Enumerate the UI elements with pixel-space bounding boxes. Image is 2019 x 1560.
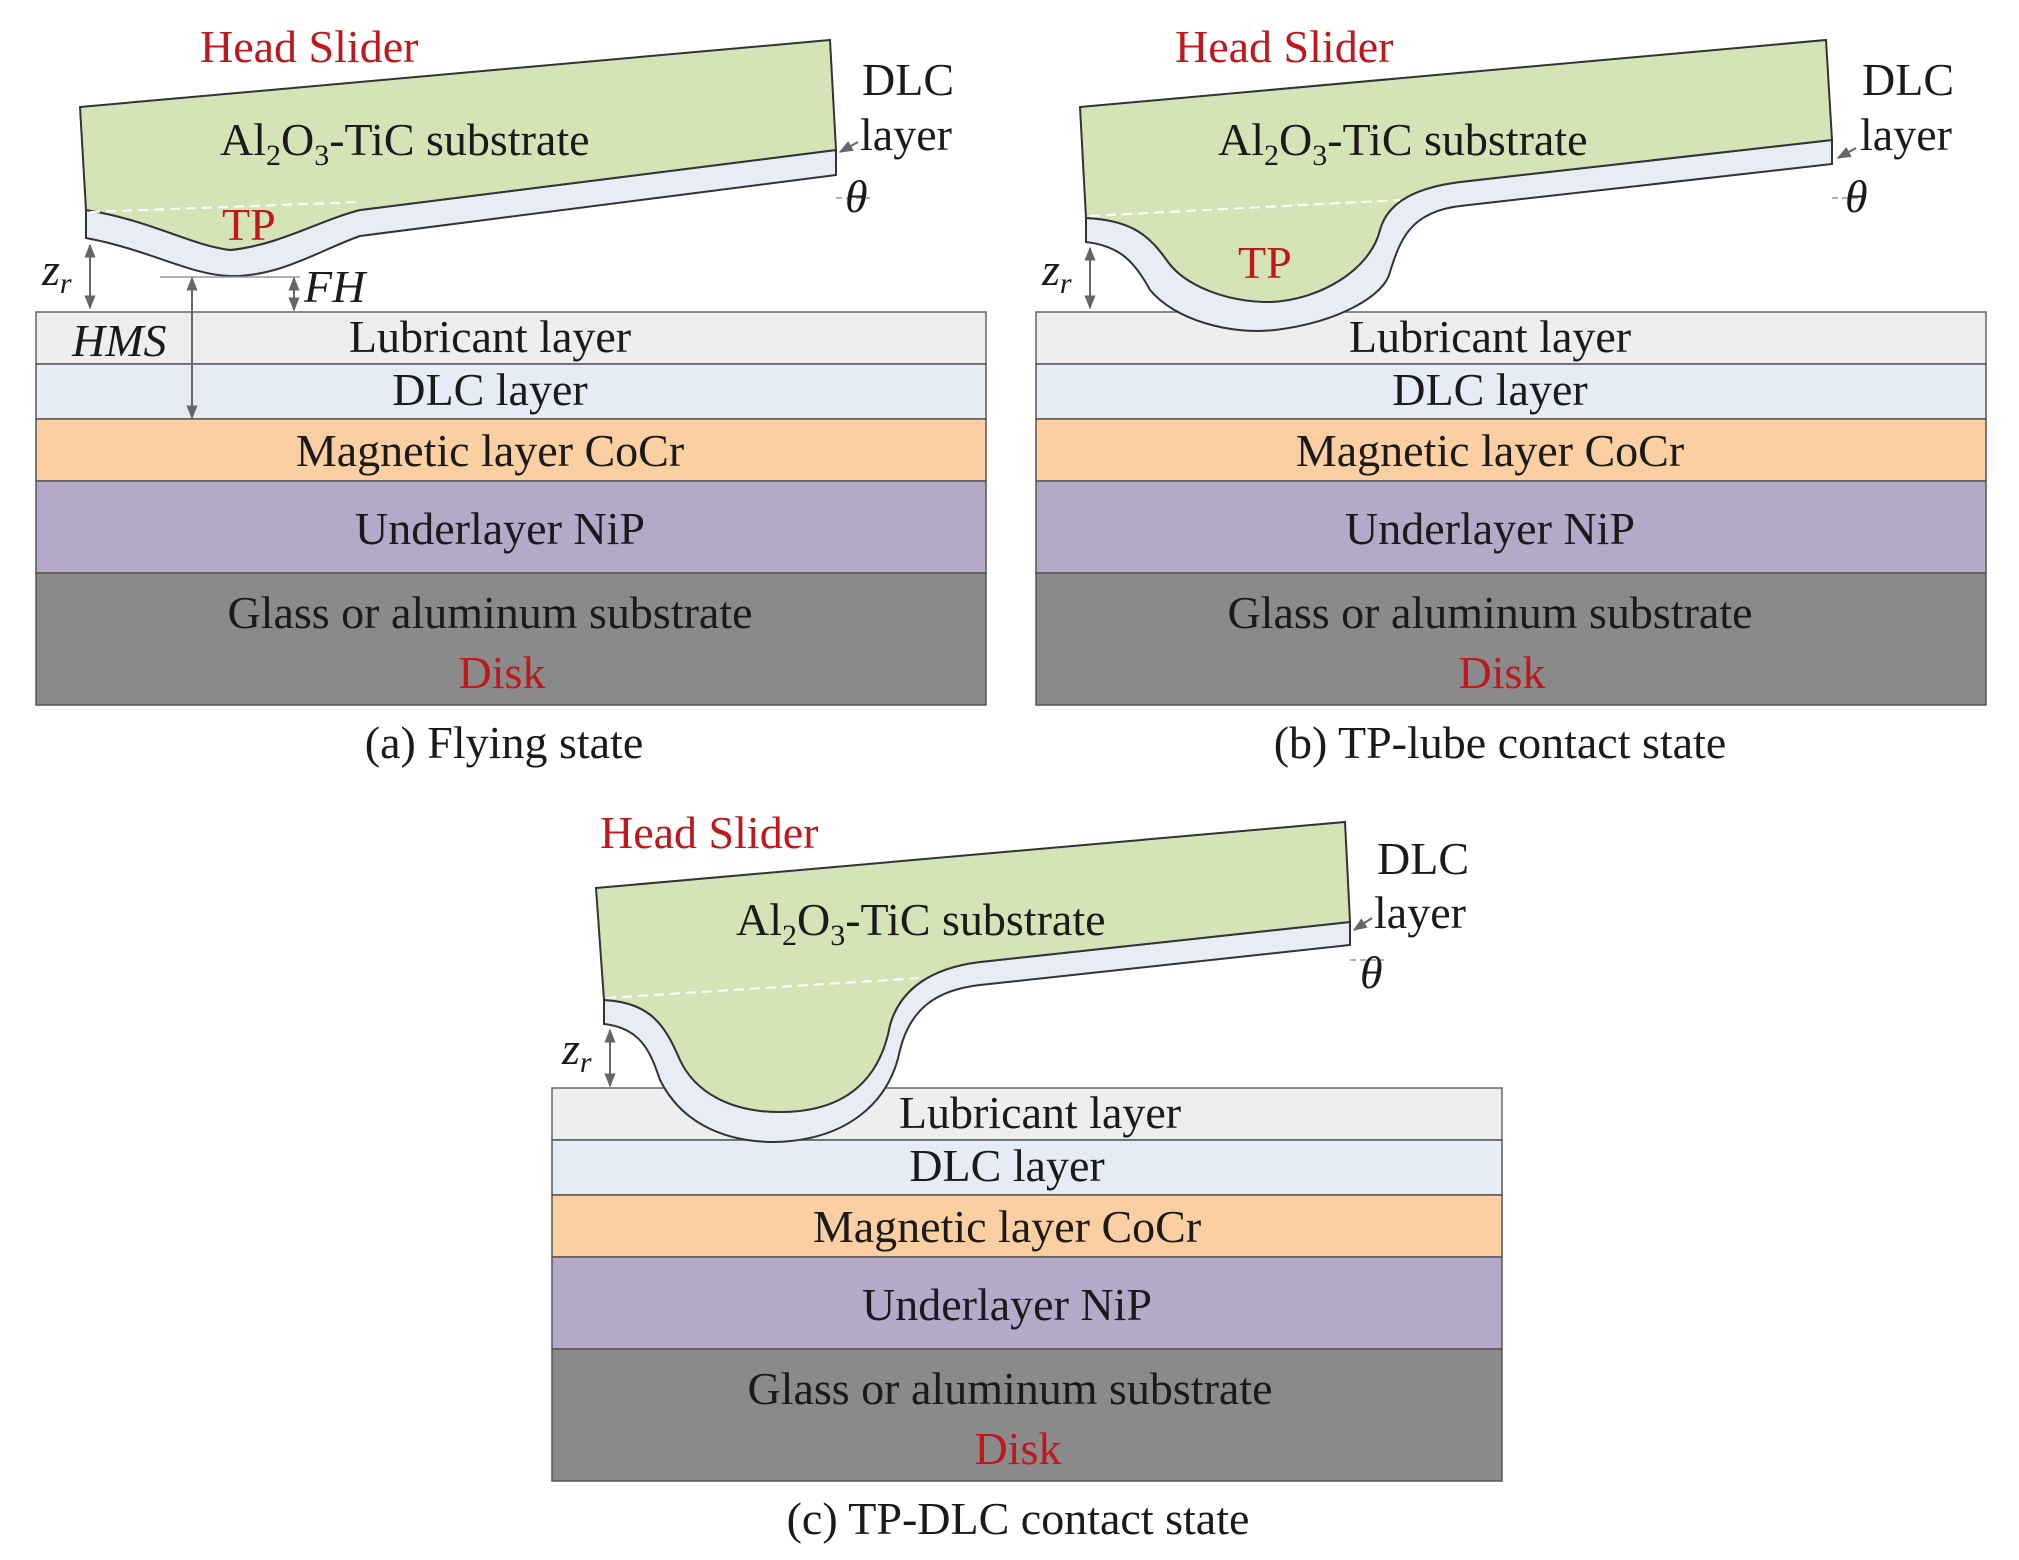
zr-label: zr <box>561 1023 592 1079</box>
dlc-pointer-label-2: layer <box>1374 887 1466 938</box>
magnetic-layer-label: Magnetic layer CoCr <box>813 1201 1201 1252</box>
disk-label: Disk <box>1459 647 1546 698</box>
dlc-layer-label: DLC layer <box>909 1140 1104 1191</box>
caption-a: (a) Flying state <box>365 717 644 768</box>
zr-label: zr <box>1041 244 1072 300</box>
panel-a: Lubricant layer DLC layer Magnetic layer… <box>35 21 987 768</box>
lubricant-label: Lubricant layer <box>899 1087 1181 1138</box>
zr-label: zr <box>41 244 72 300</box>
head-slider-label: Head Slider <box>600 807 818 858</box>
head-slider-label: Head Slider <box>1175 21 1393 72</box>
slider-body <box>78 38 838 252</box>
tp-label: TP <box>222 199 276 250</box>
panel-b: Lubricant layer DLC layer Magnetic layer… <box>1035 21 1987 768</box>
dlc-layer-label: DLC layer <box>392 364 587 415</box>
slider-substrate-label: Al2O3-TiC substrate <box>1218 114 1588 172</box>
slider-body <box>1078 38 1834 304</box>
slider-substrate-label: Al2O3-TiC substrate <box>220 114 590 172</box>
underlayer <box>551 1256 1503 1350</box>
lubricant-label: Lubricant layer <box>1349 311 1631 362</box>
magnetic-layer <box>1035 418 1987 482</box>
dlc-pointer-label-2: layer <box>1860 109 1952 160</box>
theta-label: θ <box>1845 171 1868 222</box>
dlc-pointer-label-1: DLC <box>862 54 954 105</box>
dlc-pointer-label-2: layer <box>860 109 952 160</box>
substrate-label: Glass or aluminum substrate <box>227 587 752 638</box>
underlayer-label: Underlayer NiP <box>862 1279 1152 1330</box>
caption-c: (c) TP-DLC contact state <box>787 1493 1250 1544</box>
substrate-label: Glass or aluminum substrate <box>747 1363 1272 1414</box>
slider-substrate-label: Al2O3-TiC substrate <box>736 894 1106 952</box>
tp-label: TP <box>1238 237 1292 288</box>
head-slider <box>594 820 1352 1144</box>
dlc-pointer-arrow <box>838 140 859 153</box>
magnetic-layer <box>551 1194 1503 1258</box>
dlc-layer-disk <box>551 1139 1503 1196</box>
lubricant-label: Lubricant layer <box>349 311 631 362</box>
disk-stack <box>1035 311 1987 706</box>
head-slider-label: Head Slider <box>200 21 418 72</box>
underlayer <box>35 480 987 574</box>
underlayer <box>1035 480 1987 574</box>
dlc-pointer-arrow <box>1352 917 1373 931</box>
theta-label: θ <box>845 171 868 222</box>
hms-label: HMS <box>71 315 167 366</box>
dlc-layer-disk <box>1035 363 1987 420</box>
magnetic-layer-label: Magnetic layer CoCr <box>1296 425 1684 476</box>
panel-c: Lubricant layer DLC layer Magnetic layer… <box>551 807 1503 1544</box>
magnetic-layer <box>35 418 987 482</box>
disk-label: Disk <box>459 647 546 698</box>
disk-substrate <box>1035 572 1987 706</box>
slider-body <box>594 820 1352 1114</box>
dlc-pointer-arrow <box>1836 146 1857 159</box>
head-slider <box>78 38 838 278</box>
lubricant-layer <box>1035 311 1987 365</box>
fh-label: FH <box>303 261 368 312</box>
disk-substrate <box>551 1348 1503 1482</box>
reference-dashed-line <box>1089 199 1401 217</box>
underlayer-label: Underlayer NiP <box>1345 503 1635 554</box>
disk-label: Disk <box>975 1423 1062 1474</box>
magnetic-layer-label: Magnetic layer CoCr <box>296 425 684 476</box>
reference-dashed-line <box>89 201 361 213</box>
disk-substrate <box>35 572 987 706</box>
dlc-pointer-label-1: DLC <box>1862 54 1954 105</box>
underlayer-label: Underlayer NiP <box>355 503 645 554</box>
reference-dashed-line <box>605 977 921 999</box>
theta-label: θ <box>1360 947 1383 998</box>
head-slider <box>1078 38 1834 332</box>
dlc-layer-label: DLC layer <box>1392 364 1587 415</box>
substrate-label: Glass or aluminum substrate <box>1227 587 1752 638</box>
caption-b: (b) TP-lube contact state <box>1274 717 1727 768</box>
dlc-pointer-label-1: DLC <box>1377 833 1469 884</box>
